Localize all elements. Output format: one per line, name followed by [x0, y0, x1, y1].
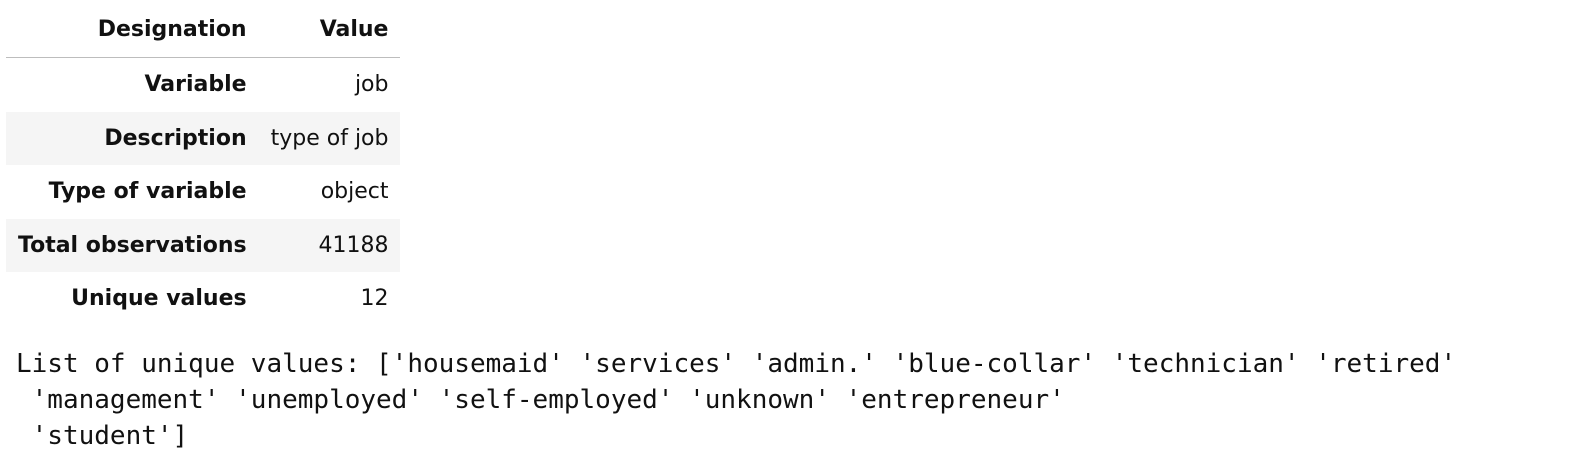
table-header: Designation Value: [6, 2, 401, 58]
header-row: Designation Value: [6, 2, 401, 58]
row-label: Variable: [144, 72, 247, 98]
table-row: Unique values 12: [6, 272, 400, 326]
row-value: 12: [360, 286, 389, 312]
table-row: Variable job: [6, 58, 400, 112]
table-row: Description type of job: [6, 111, 401, 165]
header-designation: Designation: [6, 2, 259, 58]
cell-output-area: Designation Value Variable job Descripti…: [6, 0, 401, 326]
row-label: Unique values: [71, 286, 247, 312]
row-value: 41188: [318, 232, 389, 258]
table-row: Type of variable object: [6, 165, 400, 219]
row-value: object: [320, 179, 389, 205]
table-body: Variable job Description type of job Typ…: [6, 58, 401, 326]
stdout-line: 'management' 'unemployed' 'self-employed…: [16, 385, 1065, 415]
row-label: Total observations: [18, 232, 247, 258]
stdout-text: List of unique values: ['housemaid' 'ser…: [16, 346, 1456, 454]
row-label: Type of variable: [48, 179, 247, 205]
stdout-line: 'student']: [16, 421, 189, 451]
row-value: job: [354, 72, 389, 98]
row-label: Description: [104, 125, 247, 151]
header-value: Value: [258, 2, 401, 58]
summary-table: Designation Value Variable job Descripti…: [6, 2, 401, 326]
row-value: type of job: [270, 125, 389, 151]
stdout-line: List of unique values: ['housemaid' 'ser…: [16, 349, 1457, 379]
table-row: Total observations 41188: [6, 218, 401, 272]
